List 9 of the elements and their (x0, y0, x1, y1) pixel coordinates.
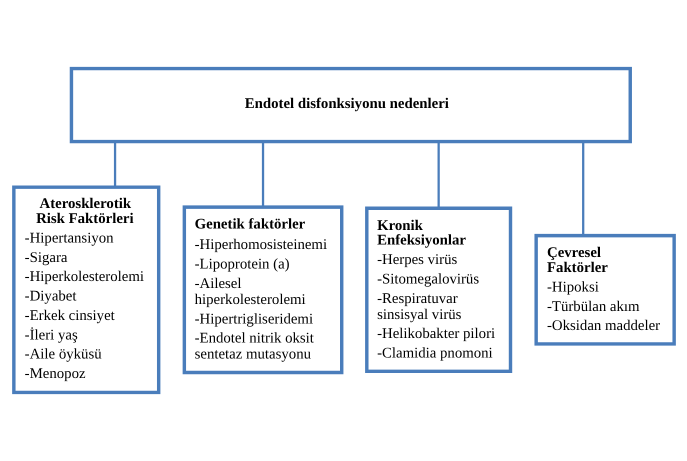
node-box: Çevresel Faktörler -Hipoksi -Türbülan akım -Oksidan maddeler (534, 234, 676, 346)
connector (582, 142, 584, 236)
node-box: Aterosklerotik Risk Faktörleri -Hipertansiyon -Sigara -Hiperkolesterolemi -Diyabet -Erkek cinsiyet -İleri yaş -Aile öyküsü -Menopoz (12, 185, 160, 394)
node-box: Genetik faktörler -Hiperhomosisteinemi -Lipoprotein (a) -Ailesel hiperkolesterolemi -Hipertrigliseridemi -Endotel nitrik oksit sentetaz mutasyonu (182, 205, 343, 374)
node-box: Endotel disfonksiyonu nedenleri (69, 66, 632, 144)
connector (261, 142, 264, 207)
connector (437, 142, 440, 208)
connector (113, 142, 116, 188)
node-box: Kronik Enfeksiyonlar -Herpes virüs -Sitomegalovirüs -Respiratuvar sinsisyal virüs -Helikobakter pilori -Clamidia pnomoni (364, 206, 512, 374)
